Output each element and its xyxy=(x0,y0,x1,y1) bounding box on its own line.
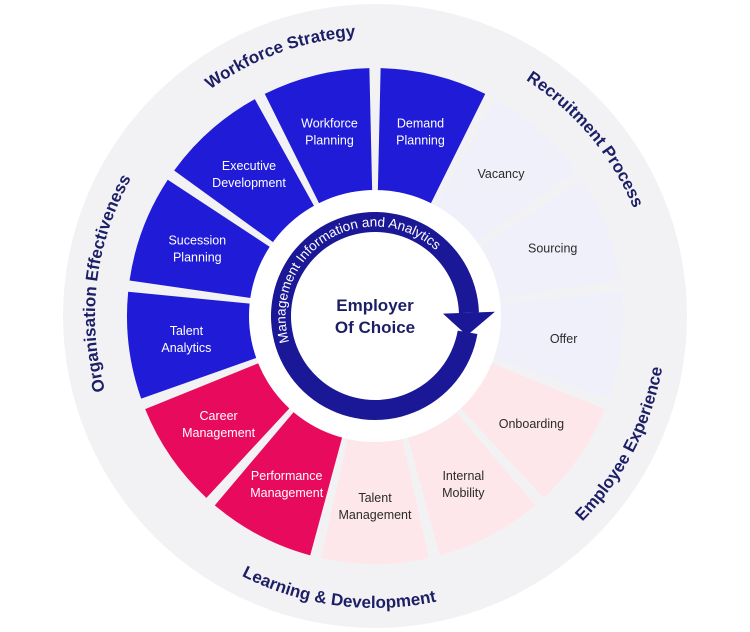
segment-label: Sucession xyxy=(168,234,226,248)
segment-wheel: DemandPlanningVacancySourcingOfferOnboar… xyxy=(126,68,623,564)
center-title-line1: Employer xyxy=(336,296,414,315)
segment-label: Sourcing xyxy=(528,242,577,256)
segment-onboarding xyxy=(451,358,605,498)
segment-label: Talent xyxy=(170,324,204,338)
segment-label: Planning xyxy=(173,251,222,265)
segment-label: Offer xyxy=(550,332,578,346)
segment-label: Analytics xyxy=(161,341,211,355)
segment-label: Vacancy xyxy=(477,167,525,181)
segment-label: Executive xyxy=(222,159,276,173)
segment-workforce-planning xyxy=(264,68,373,216)
segment-label: Planning xyxy=(305,134,354,148)
center-title-line2: Of Choice xyxy=(335,318,415,337)
segment-sourcing xyxy=(468,179,621,300)
segment-demand-planning xyxy=(377,68,486,216)
segment-label: Talent xyxy=(358,491,392,505)
segment-label: Mobility xyxy=(442,486,485,500)
ring-arrowhead-icon xyxy=(442,311,495,336)
segment-talent-analytics xyxy=(126,291,270,399)
segment-internal-mobility xyxy=(404,401,536,556)
segment-label: Management xyxy=(250,486,323,500)
segment-label: Development xyxy=(212,176,286,190)
segment-executive-development xyxy=(174,99,321,251)
segment-label: Planning xyxy=(396,134,445,148)
segment-label: Demand xyxy=(397,117,444,131)
segment-talent-management xyxy=(321,425,429,564)
segment-label: Management xyxy=(339,508,412,522)
segment-label: Workforce xyxy=(301,117,358,131)
segment-label: Internal xyxy=(442,469,484,483)
segment-performance-management xyxy=(214,401,346,556)
segment-vacancy xyxy=(429,99,576,251)
segment-label: Management xyxy=(182,426,255,440)
segment-label: Career xyxy=(199,409,237,423)
segment-career-management xyxy=(145,358,299,498)
segment-offer xyxy=(480,291,623,399)
segment-label: Onboarding xyxy=(499,417,564,431)
segment-label: Performance xyxy=(251,469,323,483)
segment-sucession-planning xyxy=(129,179,282,300)
